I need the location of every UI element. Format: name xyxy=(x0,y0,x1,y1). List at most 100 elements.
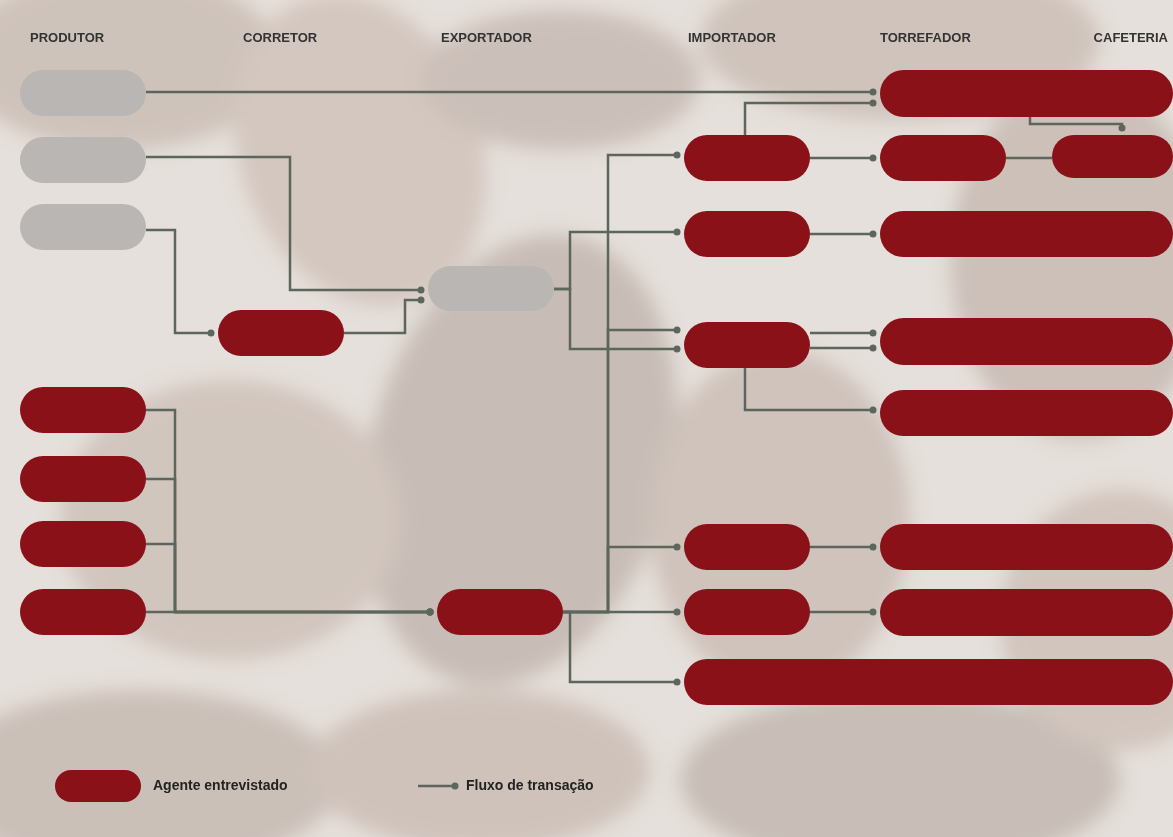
flow-line xyxy=(810,611,873,614)
flow-dot xyxy=(427,609,434,616)
transaction-flow xyxy=(146,479,434,616)
flow-line xyxy=(745,103,873,135)
agent-box xyxy=(428,266,554,311)
flow-line xyxy=(146,230,211,333)
flow-dot xyxy=(674,544,681,551)
flow-dot xyxy=(870,407,877,414)
column-header: EXPORTADOR xyxy=(441,30,532,45)
agent-box xyxy=(20,521,146,567)
agent-box xyxy=(684,322,810,368)
agent-box xyxy=(20,137,146,183)
agent-box xyxy=(684,659,1173,705)
column-header: IMPORTADOR xyxy=(688,30,776,45)
flow-dot xyxy=(674,679,681,686)
flow-dot xyxy=(870,544,877,551)
flow-line xyxy=(146,611,430,614)
flow-line xyxy=(146,157,421,290)
flow-line xyxy=(810,332,873,335)
agent-box xyxy=(218,310,344,356)
agent-box xyxy=(684,589,810,635)
flow-line xyxy=(146,91,873,94)
transaction-flow xyxy=(563,152,681,613)
flow-dot xyxy=(870,231,877,238)
agent-box xyxy=(684,524,810,570)
flow-line xyxy=(146,544,430,612)
flow-dot xyxy=(674,609,681,616)
flow-line xyxy=(1030,117,1122,128)
transaction-flow xyxy=(146,89,877,96)
transaction-flow xyxy=(344,297,425,334)
column-header: TORREFADOR xyxy=(880,30,971,45)
transaction-flow xyxy=(554,289,681,353)
agent-box xyxy=(880,211,1173,257)
agent-box xyxy=(20,387,146,433)
transaction-flow xyxy=(563,544,681,613)
legend-text: Fluxo de transação xyxy=(466,777,594,793)
transaction-flow xyxy=(146,544,434,616)
flow-line xyxy=(745,368,873,410)
transaction-flow xyxy=(146,410,434,616)
agent-box xyxy=(880,318,1173,365)
legend-flow-dot xyxy=(452,783,459,790)
transaction-flow xyxy=(563,609,681,616)
transaction-flow xyxy=(563,612,681,686)
flow-line xyxy=(554,232,677,289)
transaction-flow xyxy=(146,230,215,337)
flow-dot xyxy=(870,345,877,352)
column-header: PRODUTOR xyxy=(30,30,104,45)
flow-dot xyxy=(674,229,681,236)
agent-box xyxy=(20,456,146,502)
transaction-flow xyxy=(1006,158,1052,159)
agent-box xyxy=(20,70,146,116)
flow-line xyxy=(810,233,873,236)
agent-box xyxy=(880,135,1006,181)
agent-box xyxy=(20,204,146,250)
flow-dot xyxy=(208,330,215,337)
flow-dot xyxy=(427,609,434,616)
flow-line xyxy=(146,479,430,612)
transaction-flow xyxy=(810,155,877,162)
transaction-flow xyxy=(554,229,681,290)
transaction-flow xyxy=(810,231,877,238)
transaction-flow xyxy=(745,100,877,136)
column-header: CORRETOR xyxy=(243,30,317,45)
legend-flow-line xyxy=(418,785,455,788)
column-header: CAFETERIA xyxy=(1094,30,1168,45)
flow-dot xyxy=(870,155,877,162)
agent-box xyxy=(880,70,1173,117)
flow-line xyxy=(563,330,677,612)
flow-dot xyxy=(427,609,434,616)
agent-box xyxy=(880,390,1173,436)
flow-dot xyxy=(418,297,425,304)
flow-line xyxy=(810,546,873,549)
flow-line xyxy=(344,300,421,333)
legend-text: Agente entrevistado xyxy=(153,777,288,793)
flow-line xyxy=(810,347,873,350)
flow-dot xyxy=(870,100,877,107)
agent-box xyxy=(684,211,810,257)
transaction-flow xyxy=(810,330,877,337)
flow-line xyxy=(554,289,677,349)
transaction-flow xyxy=(1030,117,1126,132)
transaction-flow xyxy=(563,327,681,613)
flow-line xyxy=(563,611,677,614)
transaction-flow xyxy=(146,609,434,616)
agent-box xyxy=(1052,135,1173,178)
flow-dot xyxy=(418,287,425,294)
agent-box xyxy=(880,524,1173,570)
flow-dot xyxy=(674,152,681,159)
flow-line xyxy=(810,157,873,160)
transaction-flow xyxy=(146,157,425,294)
transaction-flow xyxy=(810,544,877,551)
flow-dot xyxy=(870,89,877,96)
flow-dot xyxy=(870,609,877,616)
transaction-flow xyxy=(810,609,877,616)
agent-box xyxy=(880,589,1173,636)
flow-line xyxy=(146,410,430,612)
flow-dot xyxy=(870,330,877,337)
agent-box xyxy=(437,589,563,635)
flow-line xyxy=(1006,157,1052,160)
transaction-flow xyxy=(745,368,877,414)
legend-swatch xyxy=(55,770,141,802)
